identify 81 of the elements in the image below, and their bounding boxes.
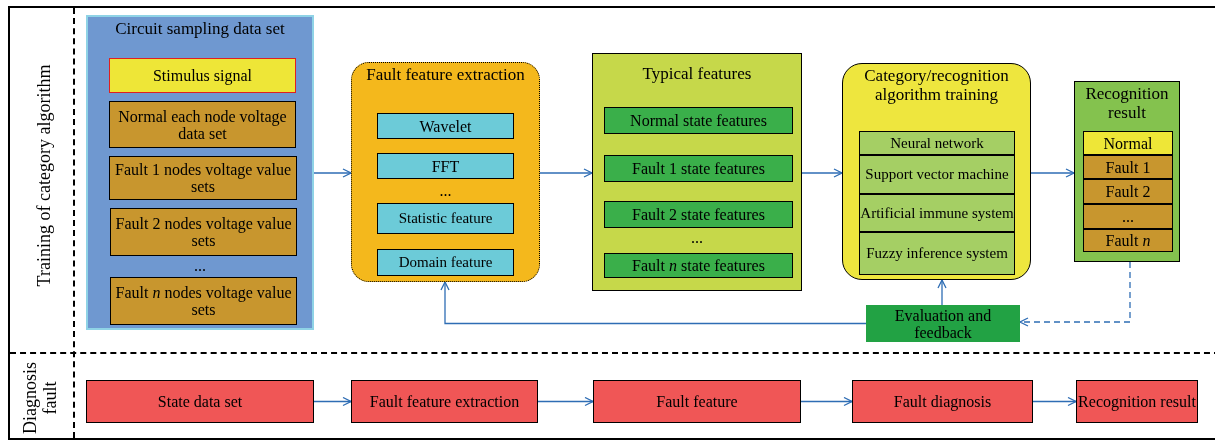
process-box <box>604 107 793 134</box>
process-box <box>604 253 793 278</box>
box-label: State data set <box>157 393 243 410</box>
box-label: Fault 1 <box>1105 158 1151 176</box>
box-label: Domain feature <box>398 254 493 271</box>
arrow <box>537 396 594 407</box>
box-label: Fault 1 nodes voltage value sets <box>114 161 292 195</box>
box-label: Fault 2 state features <box>632 206 765 223</box>
box-label: Normal <box>1103 134 1153 152</box>
box-label: Statistic feature <box>398 210 493 227</box>
process-box <box>377 203 514 234</box>
process-box <box>109 101 296 148</box>
box-label: Fuzzy inference system <box>866 245 1008 262</box>
box-label: Recognition result <box>1078 393 1196 410</box>
ellipsis-text: ... <box>690 230 704 246</box>
process-box <box>604 155 793 182</box>
process-box <box>1083 229 1173 252</box>
box-label: Fault feature <box>656 393 738 410</box>
group-panel <box>592 53 802 291</box>
process-box <box>377 113 514 139</box>
box-label: ... <box>1122 208 1134 225</box>
box-label: Evaluation and feedback <box>893 306 993 341</box>
ellipsis-text: ... <box>193 258 207 274</box>
lane-label: Training of category algorithm <box>33 64 56 286</box>
arrow <box>440 281 867 325</box>
arrow <box>937 279 947 306</box>
arrow <box>1019 261 1131 327</box>
box-label: Fault 1 state features <box>632 160 765 177</box>
process-box <box>377 153 514 179</box>
group-title: Category/recognition algorithm training <box>863 66 1010 104</box>
process-box <box>859 155 1015 194</box>
arrow <box>800 396 853 407</box>
box-label: Stimulus signal <box>152 67 253 84</box>
box-label: Fault 2 <box>1105 183 1151 200</box>
box-label: Fault n <box>1105 232 1151 249</box>
arrow <box>1030 168 1075 178</box>
ellipsis-text: ... <box>438 183 453 199</box>
group-panel <box>86 15 314 330</box>
process-box <box>859 131 1015 155</box>
arrow <box>539 168 593 178</box>
process-box <box>1083 179 1173 204</box>
process-box <box>859 194 1015 232</box>
process-box <box>110 277 297 325</box>
process-box <box>604 201 793 228</box>
process-box <box>593 380 801 423</box>
box-label: Artificial immune system <box>860 204 1014 222</box>
process-box <box>109 58 296 93</box>
box-label: Neural network <box>890 134 984 152</box>
process-box <box>110 208 297 256</box>
box-label: Normal each node voltage data set <box>117 107 288 142</box>
group-panel <box>1074 81 1180 262</box>
group-title: Typical features <box>641 64 753 83</box>
arrow <box>313 396 352 407</box>
feedback-box <box>866 305 1020 342</box>
box-label: Fault n nodes voltage value sets <box>114 284 293 318</box>
process-box <box>351 380 538 423</box>
box-label: Normal state features <box>630 112 767 129</box>
arrow <box>1032 396 1077 407</box>
group-panel <box>351 62 540 282</box>
process-box <box>852 380 1033 423</box>
process-box <box>377 249 514 276</box>
group-title: Fault feature extraction <box>365 65 526 84</box>
process-box <box>1083 131 1173 155</box>
process-box <box>1076 380 1198 423</box>
process-box <box>86 380 314 423</box>
box-label: FFT <box>431 157 460 175</box>
process-box <box>1083 204 1173 229</box>
arrow <box>313 168 352 178</box>
group-title: Circuit sampling data set <box>114 19 286 38</box>
box-label: Fault feature extraction <box>369 393 520 410</box>
box-label: Fault diagnosis <box>893 393 992 410</box>
process-box <box>859 232 1015 275</box>
group-panel <box>842 63 1031 280</box>
process-box <box>1083 155 1173 179</box>
lane-label: Diagnosis fault <box>20 362 60 434</box>
box-label: Support vector machine <box>865 166 1009 183</box>
group-title: Recognition result <box>1084 84 1170 122</box>
box-label: Wavelet <box>419 117 472 135</box>
box-label: Fault n state features <box>632 257 765 274</box>
arrow <box>801 168 843 178</box>
box-label: Fault 2 nodes voltage value sets <box>114 215 293 249</box>
